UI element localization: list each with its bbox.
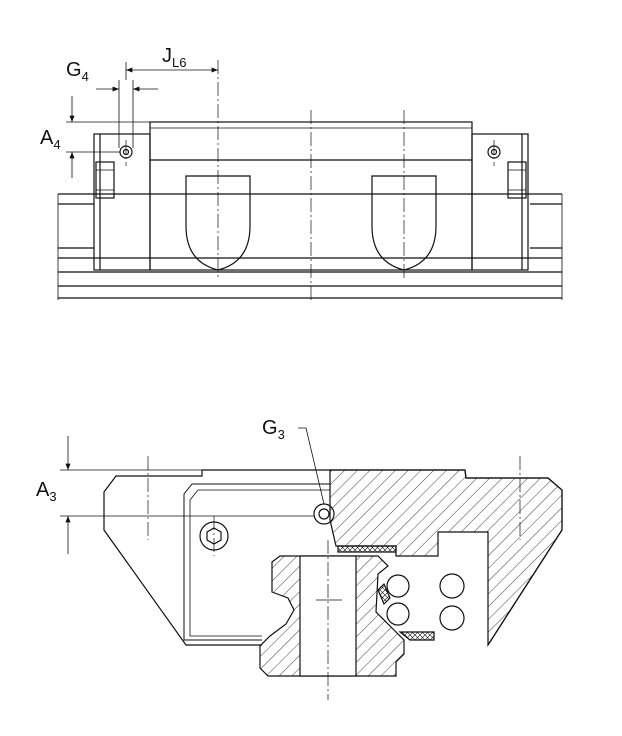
ball-set xyxy=(386,573,465,631)
label-a4: A4 xyxy=(40,127,61,152)
dimension-jl6 xyxy=(125,62,218,80)
cross-section-view xyxy=(60,427,563,700)
end-cap-left xyxy=(93,133,151,271)
side-view xyxy=(57,60,563,302)
seal-strip xyxy=(398,631,435,641)
seal-top xyxy=(337,545,397,553)
guide-rail xyxy=(57,193,563,300)
label-jl6: JL6 xyxy=(162,45,186,70)
label-a3: A3 xyxy=(36,479,57,504)
leader-g3 xyxy=(298,427,325,505)
label-g3: G3 xyxy=(262,417,285,442)
carriage-left-outline xyxy=(103,469,330,646)
center-lines-top xyxy=(125,60,495,302)
end-cap-right xyxy=(471,133,529,271)
seal-side xyxy=(377,582,391,606)
label-g4: G4 xyxy=(66,59,89,84)
dimension-a4 xyxy=(66,96,150,178)
dimension-a3 xyxy=(60,436,314,554)
dimension-g4 xyxy=(96,80,158,148)
